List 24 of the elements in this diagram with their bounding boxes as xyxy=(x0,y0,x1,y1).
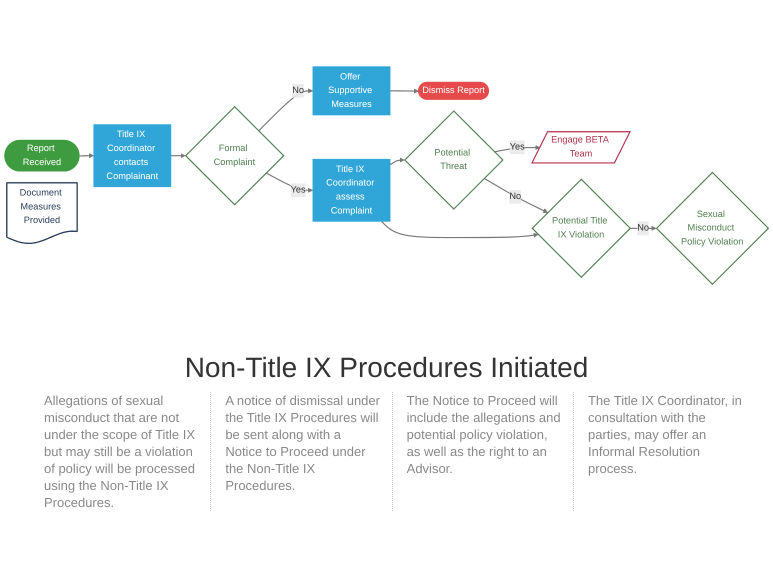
node-diamond: Potential Title IX Violation xyxy=(531,178,632,278)
edge-label: Yes xyxy=(510,142,525,152)
arrow xyxy=(80,152,94,158)
node-diamond: Formal Complaint xyxy=(184,105,284,206)
node-box: Title IX Coordinator assess Complaint xyxy=(312,158,390,222)
description-text: Allegations of sexual misconduct that are not under the scope of Title IX but may still be a violation of policy will be processed using the Non-Title IX Procedures. xyxy=(43,392,196,511)
description-text: The Title IX Coordinator, in consultation with the parties, may offer an Informal Resolution process. xyxy=(572,392,743,511)
edge-label: No xyxy=(292,85,304,96)
heading: Non-Title IX Procedures Initiated xyxy=(184,352,590,384)
description-text: A notice of dismissal under the Title IX Procedures will be sent along with a Notice to Proceed under the Non-Title IX Procedures. xyxy=(210,392,380,511)
arrow xyxy=(484,177,548,212)
edge-label: Yes xyxy=(290,184,306,194)
arrow xyxy=(381,220,538,238)
node-box: Title IX Coordinator contacts Complainant xyxy=(93,124,172,187)
arrow xyxy=(390,88,419,94)
arrow xyxy=(390,157,405,165)
edge-label: No xyxy=(637,222,650,233)
node-diamond: Potential Threat xyxy=(404,110,504,210)
node-box: Offer Supportive Measures xyxy=(312,66,390,115)
arrow xyxy=(258,88,314,131)
arrow xyxy=(170,152,186,158)
edge-label: No xyxy=(509,191,522,202)
description-text: The Notice to Proceed will include the allegations and potential policy violation, as well as the right to an Advisor. xyxy=(392,392,562,511)
node-diamond: Sexual Misconduct Policy Violation xyxy=(656,171,770,285)
